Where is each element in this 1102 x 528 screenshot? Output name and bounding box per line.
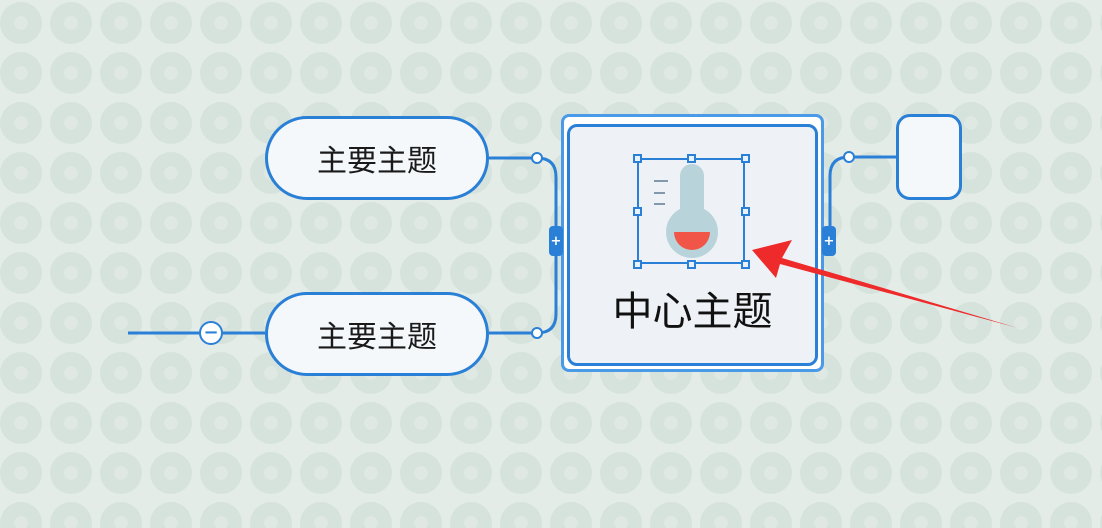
add-right-button[interactable]: + bbox=[822, 226, 836, 256]
resize-handle-bottom-right[interactable] bbox=[741, 260, 750, 269]
document-lines-icon bbox=[654, 180, 668, 205]
collapse-button[interactable]: − bbox=[199, 321, 223, 345]
resize-handle-bottom-left[interactable] bbox=[633, 260, 642, 269]
connector-dot[interactable] bbox=[531, 152, 543, 164]
main-topic-2-label: 主要主题 bbox=[317, 320, 437, 355]
thermometer-icon[interactable] bbox=[660, 160, 724, 264]
annotation-arrow-icon bbox=[752, 240, 1018, 328]
central-topic-label: 中心主题 bbox=[612, 289, 773, 335]
main-topic-1-label: 主要主题 bbox=[317, 144, 437, 179]
connector-dot[interactable] bbox=[843, 151, 855, 163]
add-left-button[interactable]: + bbox=[549, 226, 563, 256]
plus-icon: + bbox=[823, 233, 835, 249]
minus-icon: − bbox=[203, 322, 219, 343]
connector-dot[interactable] bbox=[531, 327, 543, 339]
resize-handle-top-right[interactable] bbox=[741, 154, 750, 163]
resize-handle-top-left[interactable] bbox=[633, 154, 642, 163]
resize-handle-top[interactable] bbox=[687, 154, 696, 163]
main-topic-2[interactable]: 主要主题 bbox=[265, 292, 489, 376]
right-subtopic[interactable] bbox=[896, 114, 962, 200]
image-selection-box[interactable] bbox=[637, 158, 745, 264]
resize-handle-bottom[interactable] bbox=[687, 260, 696, 269]
resize-handle-left[interactable] bbox=[633, 207, 642, 216]
main-topic-1[interactable]: 主要主题 bbox=[265, 116, 489, 200]
plus-icon: + bbox=[550, 233, 562, 249]
resize-handle-right[interactable] bbox=[741, 207, 750, 216]
